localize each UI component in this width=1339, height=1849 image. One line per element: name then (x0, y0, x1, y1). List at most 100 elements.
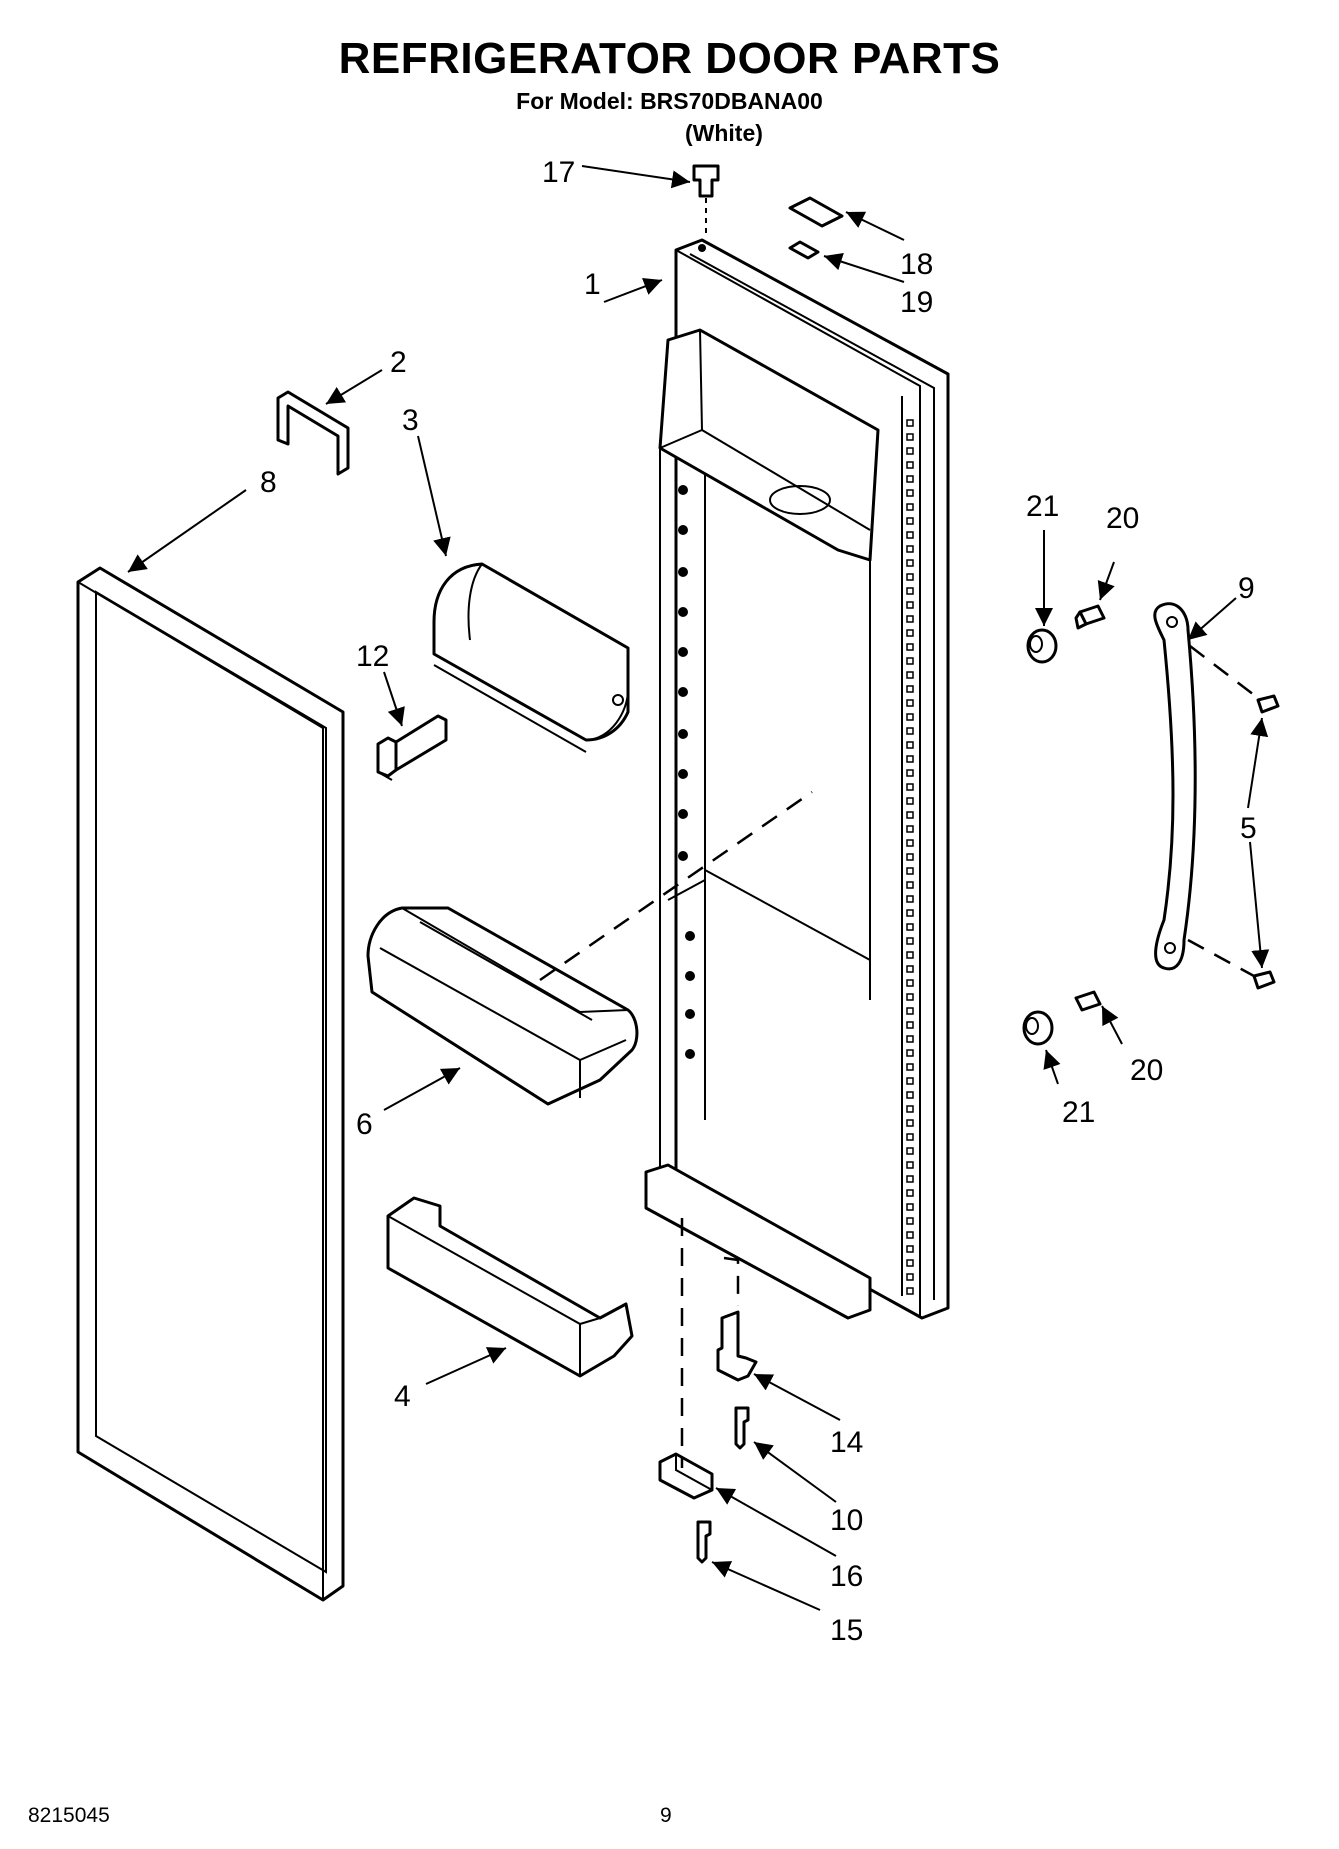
shelf-stud (685, 971, 695, 981)
gasket-mark (906, 671, 914, 679)
color-line: (White) (685, 120, 763, 146)
shelf-stud (685, 1049, 695, 1059)
gasket-mark (906, 1161, 914, 1169)
shelf-stud (678, 607, 688, 617)
gasket-mark (906, 993, 914, 1001)
gasket-mark (906, 601, 914, 609)
callout-1: 1 (584, 268, 601, 301)
page-number: 9 (660, 1804, 672, 1827)
callout-20-upper: 20 (1106, 502, 1139, 535)
callout-15: 15 (830, 1614, 863, 1647)
leader-arrows (127, 165, 1270, 1611)
gasket-mark (906, 489, 914, 497)
callout-12: 12 (356, 640, 389, 673)
callout-17: 17 (542, 156, 575, 189)
gasket-mark (906, 433, 914, 441)
gasket-mark (906, 517, 914, 525)
gasket-mark (906, 475, 914, 483)
gasket-mark (906, 1147, 914, 1155)
gasket-mark (906, 965, 914, 973)
gasket-mark (906, 1063, 914, 1071)
gasket-mark (906, 657, 914, 665)
gasket-mark (906, 727, 914, 735)
gasket-mark (906, 1217, 914, 1225)
gasket-mark (906, 1273, 914, 1281)
document-number: 8215045 (28, 1804, 110, 1827)
gasket-mark (906, 741, 914, 749)
screws-part-5 (1252, 694, 1280, 990)
gasket-mark (906, 825, 914, 833)
callout-19: 19 (900, 286, 933, 319)
shelf-stud (678, 485, 688, 495)
callout-21-upper: 21 (1026, 490, 1059, 523)
bracket-part-16 (658, 1452, 714, 1500)
dairy-door-part-3 (432, 562, 630, 753)
gasket-mark (906, 1287, 914, 1295)
gasket-mark (906, 531, 914, 539)
callout-8: 8 (260, 466, 277, 499)
gasket-mark (906, 1189, 914, 1197)
labels-part-18-19 (788, 196, 844, 260)
cover-part-12 (376, 714, 448, 781)
callout-6: 6 (356, 1108, 373, 1141)
gasket-mark (906, 1077, 914, 1085)
gasket-mark (906, 937, 914, 945)
shelf-stud (678, 851, 688, 861)
gasket-mark (906, 503, 914, 511)
door-gasket (76, 566, 345, 1602)
gasket-mark (906, 1007, 914, 1015)
callout-5: 5 (1240, 812, 1257, 845)
door-bin-part-6 (366, 906, 639, 1106)
gasket-mark (906, 881, 914, 889)
gasket-mark (906, 811, 914, 819)
spacer-and-screw-upper (1026, 604, 1106, 664)
gasket-mark (906, 699, 914, 707)
shelf-stud (678, 525, 688, 535)
shelf-stud (678, 809, 688, 819)
shelf-stud (685, 1009, 695, 1019)
gasket-mark (906, 1105, 914, 1113)
gasket-mark (906, 1203, 914, 1211)
gasket-mark (906, 643, 914, 651)
gasket-mark (906, 629, 914, 637)
gasket-mark (906, 1091, 914, 1099)
plug-part-17 (692, 164, 720, 252)
door-shelf-part-4 (386, 1196, 634, 1378)
gasket-mark (906, 545, 914, 553)
gasket-mark (906, 573, 914, 581)
shelf-stud (678, 687, 688, 697)
gasket-mark (906, 1245, 914, 1253)
gasket-mark (906, 923, 914, 931)
gasket-mark (906, 909, 914, 917)
callout-20-lower: 20 (1130, 1054, 1163, 1087)
shelf-stud (678, 769, 688, 779)
callout-4: 4 (394, 1380, 411, 1413)
callout-9: 9 (1238, 572, 1255, 605)
gasket-mark (906, 447, 914, 455)
gasket-mark (906, 797, 914, 805)
page-title: REFRIGERATOR DOOR PARTS (338, 34, 1001, 83)
shelf-stud (685, 931, 695, 941)
gasket-mark (906, 1175, 914, 1183)
gasket-mark (906, 419, 914, 427)
screw-part-10 (734, 1406, 750, 1450)
gasket-mark (906, 979, 914, 987)
gasket-mark (906, 615, 914, 623)
gasket-mark (906, 853, 914, 861)
gasket-mark (906, 839, 914, 847)
gasket-mark (906, 755, 914, 763)
gasket-mark (906, 1035, 914, 1043)
shelf-stud (678, 647, 688, 657)
gasket-mark (906, 461, 914, 469)
callout-18: 18 (900, 248, 933, 281)
gasket-mark (906, 685, 914, 693)
screw-part-15 (696, 1520, 712, 1564)
callout-2: 2 (390, 346, 407, 379)
model-line: For Model: BRS70DBANA00 (516, 88, 823, 114)
clip-part-2 (276, 390, 350, 476)
gasket-mark (906, 783, 914, 791)
assembly-lines (539, 645, 1259, 1468)
gasket-mark (906, 587, 914, 595)
callout-16: 16 (830, 1560, 863, 1593)
